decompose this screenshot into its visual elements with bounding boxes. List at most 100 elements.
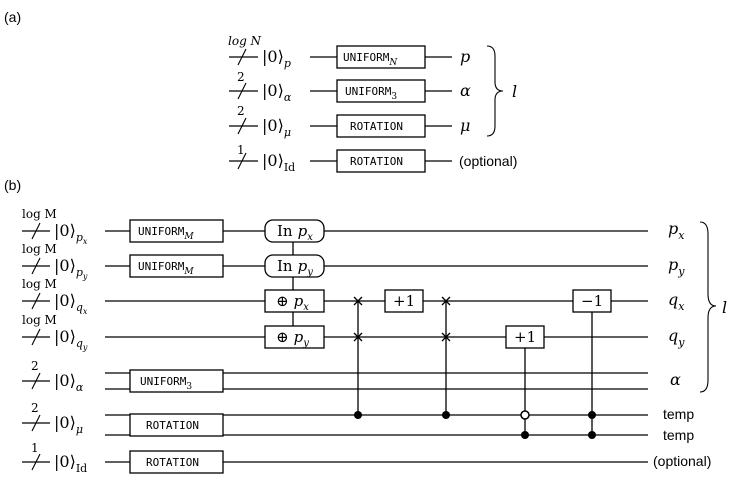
control-dot-icon	[521, 431, 529, 439]
output-label: p	[668, 255, 678, 274]
ket: |0⟩	[262, 81, 284, 100]
gate-sub: M	[183, 267, 194, 277]
swap-cross-icon	[353, 332, 363, 342]
swap-cross-icon	[353, 296, 363, 306]
svg-text:|0⟩px: |0⟩px	[54, 221, 88, 246]
svg-text:|0⟩Id: |0⟩Id	[262, 151, 295, 174]
gate-sub: N	[388, 58, 398, 68]
output-label: μ	[460, 116, 470, 135]
panel-a-label: (a)	[4, 9, 21, 25]
panel-b-wires	[22, 230, 648, 463]
control-dot-icon	[588, 431, 596, 439]
output-label: q	[668, 290, 678, 309]
register-size: log M	[22, 242, 57, 256]
panel-a-register-id: 1 |0⟩Id ROTATION (optional)	[229, 143, 517, 174]
register-size: 1	[237, 143, 245, 157]
panel-b-outputs: px py qx qy α temp temp (optional)	[653, 219, 711, 469]
gate-label: UNIFORM	[138, 260, 185, 273]
register-size: 2	[31, 401, 39, 415]
ket: |0⟩	[54, 291, 76, 310]
register-size: 2	[237, 104, 245, 118]
panel-a-register-alpha: 2 |0⟩α UNIFORM3 α	[229, 70, 471, 104]
rotation-gate-mu: ROTATION	[129, 413, 224, 437]
uniform-3-gate-alpha: UNIFORM3	[129, 369, 224, 393]
svg-text:qx: qx	[668, 290, 685, 313]
rotation-gate-id: ROTATION	[129, 450, 224, 474]
control-dot-icon	[442, 411, 450, 419]
gate-label: +1	[514, 328, 536, 346]
ket-sub: q	[76, 301, 83, 314]
output-sub: y	[677, 336, 685, 349]
swap-cross-icon	[441, 332, 451, 342]
ket-subsub: x	[83, 307, 88, 316]
swap-cross-icon	[441, 296, 451, 306]
output-sub: x	[678, 300, 685, 313]
ket-sub: p	[76, 266, 83, 279]
register-size: log M	[22, 277, 57, 291]
svg-text:UNIFORMM: UNIFORMM	[138, 225, 194, 242]
output-label: temp	[663, 427, 694, 443]
brace-b-label: l	[722, 298, 727, 317]
panel-b-register-alpha: 2 |0⟩α	[31, 359, 84, 394]
gate-var: p	[294, 292, 304, 310]
ket-sub: Id	[284, 161, 295, 174]
output-sub: y	[677, 265, 685, 278]
panel-b-register-mu: 2 |0⟩μ	[31, 401, 83, 436]
gate-var: p	[298, 257, 308, 275]
gate-var-sub: x	[307, 232, 313, 243]
register-size: 1	[31, 441, 39, 455]
gate-var: p	[298, 222, 308, 240]
gate-label: UNIFORM	[138, 225, 185, 238]
minus1-gate-qx: −1	[572, 289, 612, 439]
gate-sub: 3	[391, 92, 397, 102]
open-control-icon	[520, 410, 530, 420]
svg-text:qy: qy	[668, 326, 685, 349]
gate-var-sub: y	[302, 338, 309, 349]
panel-b-register-px: log M |0⟩px	[22, 207, 88, 246]
gate-label: ⊕	[276, 328, 289, 346]
svg-text:⊕py: ⊕py	[276, 328, 309, 349]
output-label: p	[668, 219, 678, 238]
svg-text:|0⟩α: |0⟩α	[262, 81, 292, 104]
gate-var-sub: x	[303, 302, 309, 313]
ket: |0⟩	[54, 221, 76, 240]
ket-sub: μ	[284, 126, 291, 139]
register-size: log M	[22, 207, 57, 221]
gate-label: ROTATION	[146, 419, 199, 432]
controlled-swap-1	[353, 296, 363, 419]
plus1-gate-qx: +1	[384, 289, 424, 313]
gate-label: ⊕	[276, 292, 289, 310]
register-size: 2	[31, 359, 39, 373]
output-sub: x	[678, 229, 685, 242]
svg-text:|0⟩qx: |0⟩qx	[54, 291, 88, 316]
control-dot-icon	[354, 411, 362, 419]
gate-label: ROTATION	[146, 456, 199, 469]
svg-text:|0⟩p: |0⟩p	[262, 47, 291, 70]
register-size: log M	[22, 313, 57, 327]
panel-b-register-qx: log M |0⟩qx	[22, 277, 88, 316]
output-label: α	[460, 81, 471, 100]
output-label: p	[460, 47, 470, 66]
ket-subsub: y	[82, 343, 88, 352]
uniform-m-gate-py: UNIFORMM	[129, 254, 224, 278]
svg-text:py: py	[668, 255, 685, 278]
panel-b-label: (b)	[4, 177, 21, 193]
brace-a-label: l	[512, 82, 517, 101]
gate-label: UNIFORM	[345, 85, 392, 98]
output-label: (optional)	[653, 453, 711, 469]
ket: |0⟩	[54, 452, 76, 471]
svg-text:px: px	[668, 219, 685, 242]
panel-b-register-py: log M |0⟩py	[22, 242, 88, 281]
register-size: 2	[237, 70, 245, 84]
svg-text:UNIFORMN: UNIFORMN	[343, 51, 398, 68]
ket-subsub: x	[83, 237, 88, 246]
panel-a-register-mu: 2 |0⟩μ ROTATION μ	[229, 104, 470, 139]
ket-sub: Id	[76, 462, 87, 475]
svg-text:|0⟩Id: |0⟩Id	[54, 452, 87, 475]
ket-sub: α	[76, 381, 84, 394]
panel-b-register-id: 1 |0⟩Id	[31, 441, 87, 475]
ket-sub: p	[76, 231, 83, 244]
